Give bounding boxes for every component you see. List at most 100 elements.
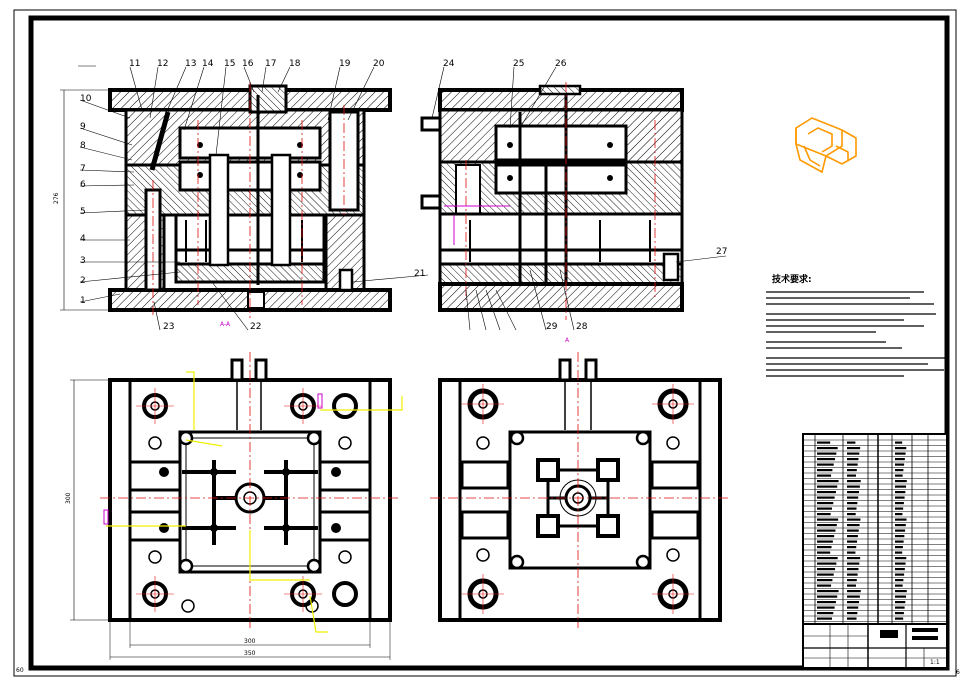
- parts-row-entry: [817, 474, 832, 477]
- parts-row-entry: [847, 535, 858, 538]
- part-number: 22: [250, 322, 261, 332]
- part-number: 18: [289, 59, 301, 69]
- svg-text:300: 300: [244, 638, 256, 645]
- part-callouts-left: [78, 65, 429, 331]
- parts-row-entry: [895, 491, 906, 494]
- part-number: 23: [163, 322, 174, 332]
- part-number: 21: [414, 269, 425, 279]
- parts-row-entry: [817, 590, 839, 593]
- parts-row-entry: [895, 612, 904, 615]
- parts-row-entry: [817, 485, 838, 488]
- parts-row-entry: [847, 447, 861, 450]
- parts-row-entry: [847, 507, 857, 510]
- part-number: 8: [80, 141, 86, 151]
- parts-row-entry: [847, 524, 860, 527]
- part-number: 15: [224, 59, 235, 69]
- parts-row-entry: [817, 601, 836, 604]
- parts-row-entry: [847, 441, 856, 444]
- part-number: 12: [157, 59, 168, 69]
- parts-row-entry: [895, 579, 904, 582]
- part-number: 25: [513, 59, 524, 69]
- parts-row-entry: [895, 590, 907, 593]
- parts-row-entry: [817, 562, 837, 565]
- parts-row-entry: [817, 513, 831, 516]
- part-number: 4: [80, 234, 86, 244]
- corner-mark-left: 60: [16, 667, 24, 674]
- parts-row-entry: [817, 546, 832, 549]
- parts-row-entry: [895, 584, 903, 587]
- parts-row-entry: [847, 529, 859, 532]
- part-number: 1: [80, 296, 86, 306]
- parts-row-entry: [817, 617, 832, 620]
- parts-row-entry: [817, 584, 832, 587]
- notes-title: 技术要求:: [772, 273, 812, 285]
- parts-row-entry: [895, 485, 907, 488]
- parts-row-entry: [847, 485, 860, 488]
- parts-row-entry: [847, 606, 859, 609]
- parts-row-entry: [847, 540, 858, 543]
- parts-row-entry: [847, 458, 859, 461]
- part-number: 10: [80, 94, 92, 104]
- parts-row-entry: [817, 441, 831, 444]
- parts-row-entry: [847, 518, 861, 521]
- corner-mark-right: 6: [956, 669, 960, 676]
- part-numbers-left: 1 2 3 4 5 6 7 8 9 10 11 12 13 14 15 16 1…: [80, 59, 425, 332]
- parts-row-entry: [895, 463, 905, 466]
- parts-row-entry: [817, 518, 839, 521]
- parts-row-entry: [895, 507, 904, 510]
- part-number: 6: [80, 180, 86, 190]
- parts-row-entry: [895, 529, 906, 532]
- parts-row-entry: [895, 595, 907, 598]
- part-number: 27: [716, 247, 727, 257]
- parts-row-entry: [847, 573, 858, 576]
- scale-label: 1:1: [930, 659, 940, 666]
- svg-text:276: 276: [53, 192, 60, 204]
- parts-row-entry: [817, 568, 836, 571]
- parts-row-entry: [817, 502, 834, 505]
- parts-row-entry: [895, 458, 905, 461]
- parts-row-entry: [895, 469, 904, 472]
- parts-row-entry: [895, 601, 906, 604]
- part-number: 2: [80, 276, 86, 286]
- parts-row-entry: [817, 447, 838, 450]
- parts-row-entry: [847, 617, 857, 620]
- parts-row-entry: [817, 606, 835, 609]
- part-number: 16: [242, 59, 254, 69]
- part-number: 24: [443, 59, 455, 69]
- dimensions-bottom-left: 300 350 300: [65, 379, 391, 660]
- parts-row-entry: [817, 458, 836, 461]
- parts-row-entry: [817, 507, 832, 510]
- technical-requirements: 技术要求:: [766, 273, 946, 377]
- parts-row-entry: [817, 579, 833, 582]
- parts-row-entry: [847, 513, 856, 516]
- parts-row-entry: [895, 480, 907, 483]
- part-callouts-right: [431, 66, 727, 331]
- part-number: 5: [80, 207, 86, 217]
- parts-row-entry: [817, 540, 833, 543]
- parts-row-entry: [817, 573, 834, 576]
- parts-row-entry: [847, 452, 860, 455]
- part-number: 11: [129, 59, 140, 69]
- parts-row-entry: [847, 469, 857, 472]
- outer-border: [13, 9, 957, 677]
- dimension-left-height: 2 7 6: [53, 89, 110, 311]
- parts-row-entry: [895, 502, 904, 505]
- parts-row-entry: [817, 496, 835, 499]
- title-block: 1:1: [802, 623, 948, 669]
- parts-row-entry: [895, 617, 904, 620]
- parts-row-entry: [847, 562, 860, 565]
- plan-view-right: [430, 352, 730, 628]
- section-mark: A: [565, 337, 570, 344]
- part-number: 9: [80, 122, 86, 132]
- parts-row-entry: [817, 535, 835, 538]
- parts-row-entry: [847, 551, 856, 554]
- svg-text:350: 350: [244, 650, 256, 657]
- part-numbers-right: 24 25 26 27 28 29 A: [443, 59, 727, 344]
- part-number: 7: [80, 164, 86, 174]
- section-view-side: [420, 82, 684, 320]
- parts-row-entry: [817, 469, 833, 472]
- parts-row-entry: [817, 529, 836, 532]
- parts-row-entry: [847, 557, 861, 560]
- section-mark: A-A: [220, 321, 231, 328]
- part-number: 3: [80, 256, 86, 266]
